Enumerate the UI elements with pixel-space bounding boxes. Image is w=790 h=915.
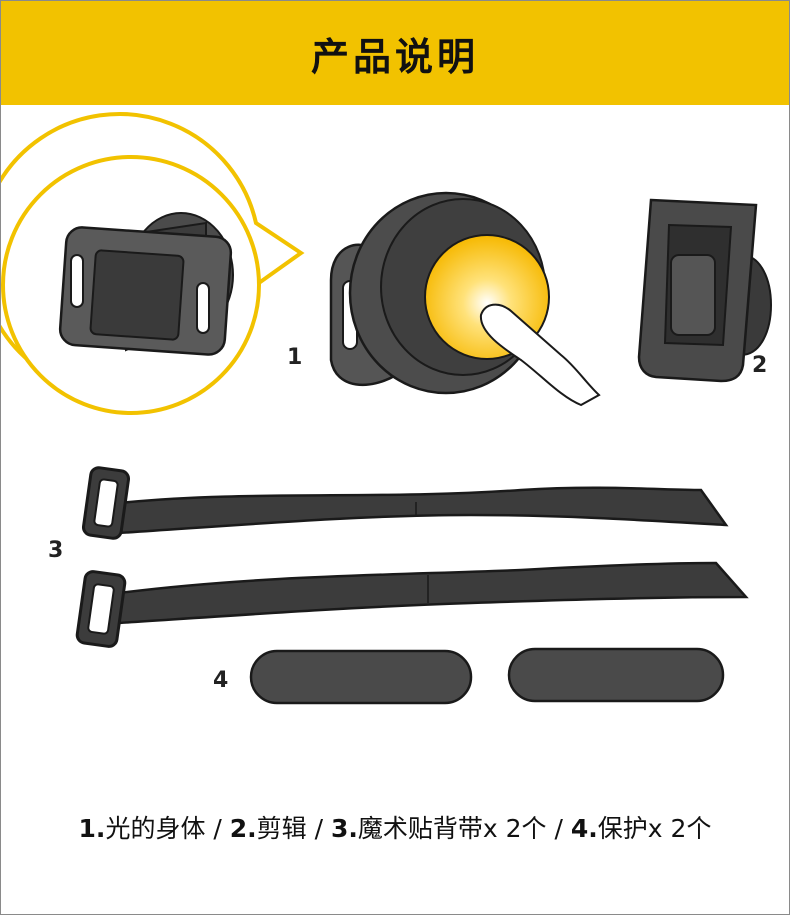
strap-2-icon — [75, 561, 749, 648]
label-item-1: 1 — [287, 345, 303, 370]
pad-1-icon — [249, 649, 473, 705]
label-item-4: 4 — [213, 668, 229, 693]
light-body-front-icon — [329, 191, 601, 407]
clip-icon — [637, 198, 772, 383]
label-item-2: 2 — [752, 353, 768, 378]
caption-part3-number: 3. — [331, 814, 358, 843]
product-illustration — [1, 112, 772, 705]
light-body-back-icon — [58, 212, 234, 356]
contents-caption: 1.光的身体 / 2.剪辑 / 3.魔术贴背带x 2个 / 4.保护x 2个 — [1, 809, 789, 845]
caption-part2-number: 2. — [229, 814, 257, 843]
caption-part1-text: 光的身体 / — [105, 814, 222, 843]
header-banner: 产品说明 — [1, 1, 789, 105]
back-view-callout — [1, 112, 305, 415]
strap-1-icon — [81, 466, 729, 540]
label-item-3: 3 — [48, 538, 64, 563]
caption-part3-text: 魔术贴背带x 2个 / — [357, 814, 563, 843]
caption-part4-text: 保护x 2个 — [597, 814, 712, 843]
caption-part1-number: 1. — [78, 814, 106, 843]
caption-part4-number: 4. — [570, 814, 598, 843]
caption-part2-text: 剪辑 / — [256, 814, 324, 843]
page-title: 产品说明 — [310, 34, 479, 79]
pad-2-icon — [507, 647, 725, 703]
